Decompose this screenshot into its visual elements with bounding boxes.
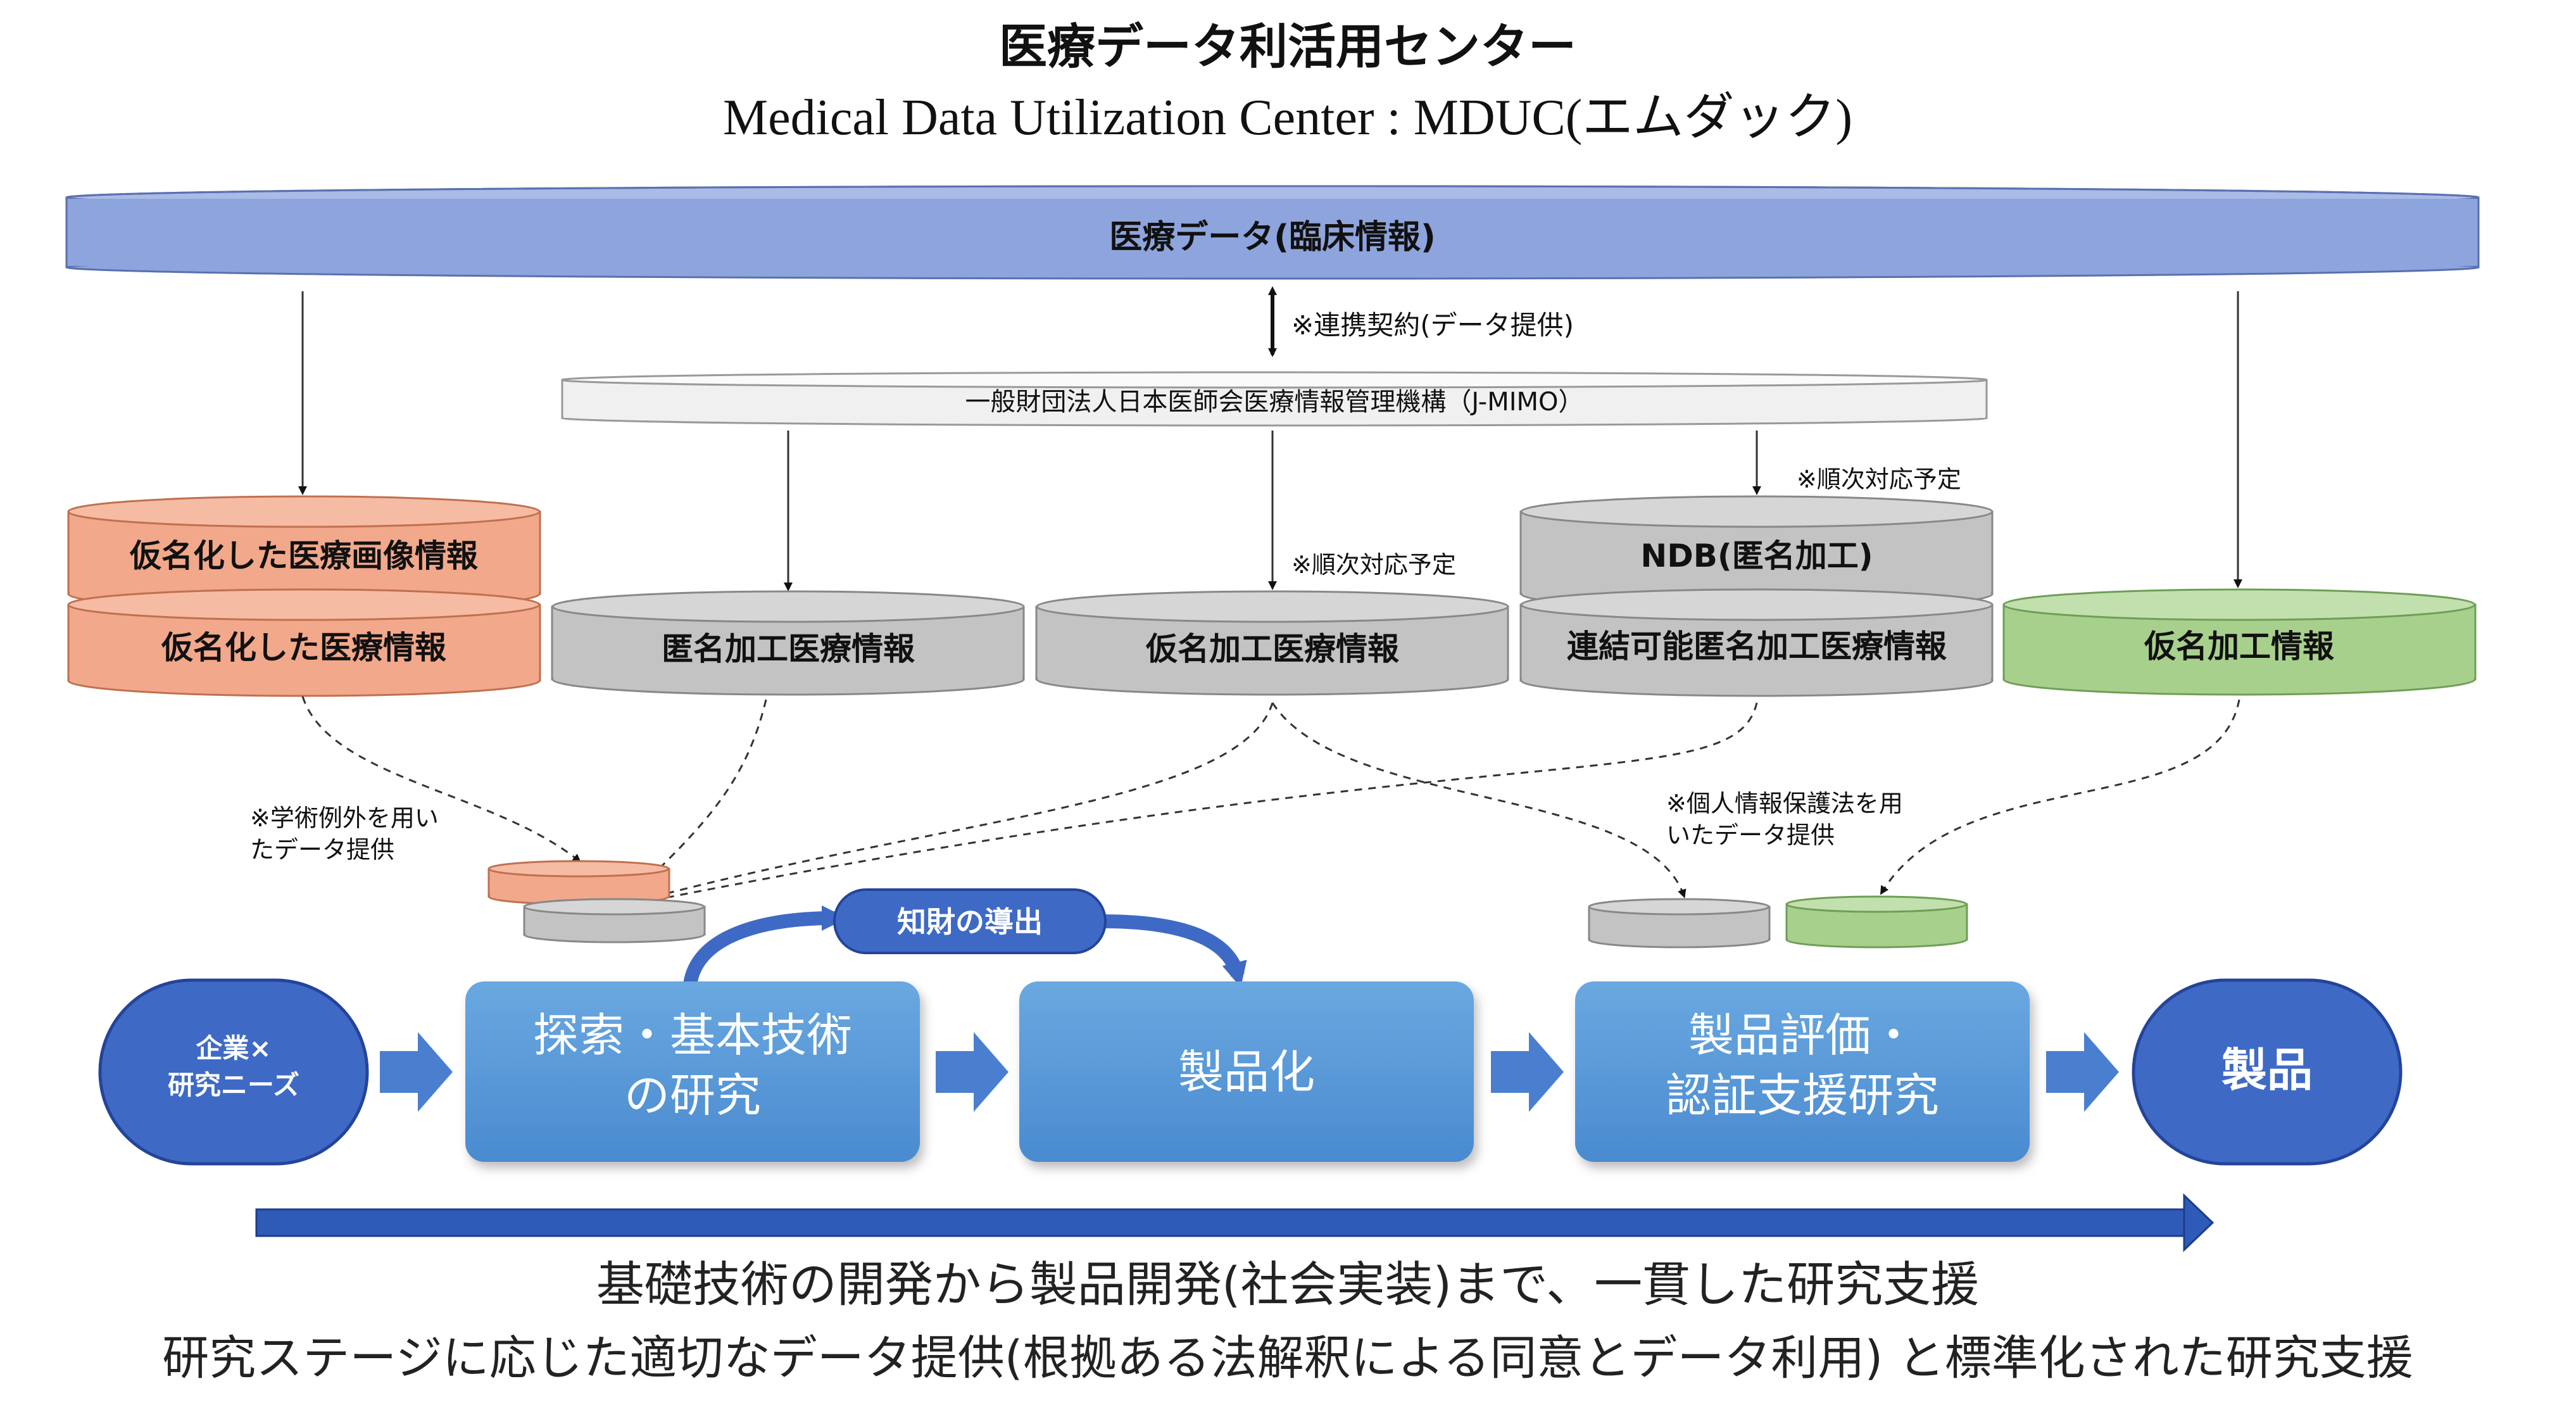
footer-line-1: 基礎技術の開発から製品開発(社会実装)まで、一貫した研究支援: [596, 1256, 1979, 1313]
timeline-arrow: [255, 1193, 2215, 1252]
note-privacy-1: ※個人情報保護法を用: [1666, 790, 1903, 817]
flow-stage-2: 製品化: [1019, 981, 1474, 1162]
note-privacy-2: いたデータ提供: [1666, 821, 1835, 849]
db-ndb-label: NDB(匿名加工): [1640, 538, 1873, 574]
dashed-from-pseudonymized-to-left: [631, 702, 1274, 905]
dashed-from-linkable: [631, 702, 1758, 907]
page-subtitle: Medical Data Utilization Center : MDUC(エ…: [722, 90, 1853, 146]
flow-stage-1-line2: の研究: [624, 1069, 761, 1122]
clinical-data-label: 医療データ(臨床情報): [1109, 218, 1436, 256]
small-cyl-gray-right: [1588, 898, 1771, 949]
db-linkable-anonymized: 連結可能匿名加工医療情報: [1519, 588, 1994, 697]
flow-stage-1: 探索・基本技術 の研究: [465, 981, 920, 1162]
db-pseudonymized-info-label: 仮名加工情報: [2144, 628, 2334, 665]
note-sequential-pseudonymized: ※順次対応予定: [1291, 551, 1456, 579]
small-cyl-salmon: [487, 860, 670, 905]
flow-end: 製品: [2132, 978, 2403, 1166]
db-pseudonymized-medical-label: 仮名化した医療情報: [161, 629, 446, 666]
db-pseudonymized-info: 仮名加工情報: [2002, 588, 2477, 696]
db-anonymized-processed: 匿名加工医療情報: [551, 590, 1025, 696]
footer-line-2: 研究ステージに応じた適切なデータ提供(根拠ある法解釈による同意とデータ利用) と…: [162, 1331, 2413, 1385]
flow-arrows: [380, 1032, 2119, 1112]
flow-stage-2-label: 製品化: [1178, 1045, 1315, 1099]
page-title: 医療データ利活用センター: [999, 18, 1576, 75]
flow-arrow-1: [380, 1032, 453, 1112]
dashed-from-pseudonymized-to-right: [1271, 702, 1687, 898]
note-sequential-ndb: ※順次対応予定: [1797, 465, 1961, 493]
contract-note: ※連携契約(データ提供): [1291, 310, 1574, 341]
flow-start-line2: 研究ニーズ: [168, 1069, 299, 1100]
jmimo-label: 一般財団法人日本医師会医療情報管理機構（J-MIMO）: [965, 388, 1583, 417]
db-pseudonymized-processed: 仮名加工医療情報: [1035, 590, 1509, 696]
db-pseudonymized-image-label: 仮名化した医療画像情報: [129, 538, 478, 574]
note-academic-1: ※学術例外を用い: [250, 804, 439, 832]
flow-start-line1: 企業×: [196, 1033, 271, 1064]
dashed-from-salmon: [301, 696, 582, 863]
db-anonymized-processed-label: 匿名加工医療情報: [662, 631, 915, 667]
flow-stage-3-line2: 認証支援研究: [1666, 1069, 1939, 1122]
flow-stage-3: 製品評価・ 認証支援研究: [1575, 981, 2030, 1162]
db-linkable-anonymized-label: 連結可能匿名加工医療情報: [1567, 628, 1947, 665]
small-cyl-gray-left: [523, 898, 706, 943]
flow-stage-1-line1: 探索・基本技術: [533, 1009, 852, 1062]
ip-arrow-out: [1101, 914, 1247, 988]
dashed-from-anonymized: [625, 699, 767, 901]
ip-badge: 知財の導出: [833, 888, 1107, 954]
note-academic-2: たデータ提供: [250, 836, 394, 864]
flow-start: 企業× 研究ニーズ: [98, 978, 369, 1166]
ip-arrow-in: [683, 905, 847, 987]
ip-badge-label: 知財の導出: [897, 905, 1043, 939]
db-pseudonymized-medical: 仮名化した医療情報: [67, 588, 541, 697]
clinical-data-banner: 医療データ(臨床情報): [65, 185, 2480, 280]
flow-arrow-4: [2046, 1032, 2119, 1112]
flow-arrow-3: [1491, 1032, 1564, 1112]
dashed-from-green: [1880, 699, 2240, 895]
flow-arrow-2: [936, 1032, 1008, 1112]
flow-stage-3-line1: 製品評価・: [1688, 1009, 1916, 1062]
db-pseudonymized-processed-label: 仮名加工医療情報: [1145, 631, 1399, 667]
jmimo-bar: 一般財団法人日本医師会医療情報管理機構（J-MIMO）: [561, 371, 1988, 427]
dashed-connectors: [301, 696, 2240, 907]
small-cyl-green: [1785, 895, 1968, 949]
flow-end-label: 製品: [2221, 1043, 2313, 1097]
